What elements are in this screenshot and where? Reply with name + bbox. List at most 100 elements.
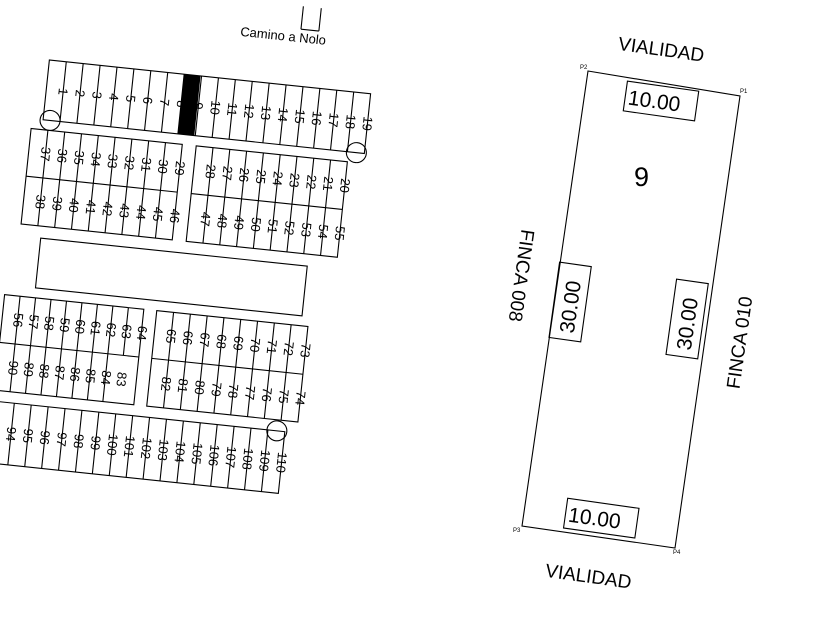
lot-divider xyxy=(319,207,327,256)
lot-divider xyxy=(260,429,269,492)
lot-number-60: 60 xyxy=(72,319,88,335)
lot-divider xyxy=(193,422,201,485)
lot-divider xyxy=(70,181,78,230)
right-dimension-box xyxy=(665,278,709,360)
lot-divider xyxy=(54,179,61,228)
lot-divider xyxy=(142,417,151,480)
lot-number-59: 59 xyxy=(56,317,72,333)
lot-divider xyxy=(257,152,264,201)
point-p2-label: P2 xyxy=(580,65,588,71)
lot-divider xyxy=(230,367,237,415)
lot-divider xyxy=(236,198,243,247)
lot-divider xyxy=(176,420,184,483)
lot-number-93: 93 xyxy=(0,424,2,440)
lot-number-20: 20 xyxy=(337,178,353,194)
lot-divider xyxy=(167,312,175,361)
lot-divider xyxy=(184,314,191,362)
lot-number-110: 110 xyxy=(273,451,290,473)
point-p1-label: P1 xyxy=(740,89,748,95)
lot-divider xyxy=(291,156,298,205)
lot-divider xyxy=(194,75,203,136)
lot-divider xyxy=(71,350,78,399)
lot-number-19: 19 xyxy=(359,116,375,132)
lot-number-88: 88 xyxy=(36,363,52,379)
point-p3-label: P3 xyxy=(513,528,521,534)
lot-divider xyxy=(308,158,315,207)
lot-divider xyxy=(143,70,152,131)
lot-divider xyxy=(86,352,93,400)
lot-divider xyxy=(75,133,83,182)
lot-divider xyxy=(110,67,118,127)
lot-divider xyxy=(76,302,83,351)
lot-divider xyxy=(159,142,167,191)
lot-number-86: 86 xyxy=(67,366,83,382)
lot-number-56: 56 xyxy=(10,312,26,328)
lot-divider xyxy=(121,186,128,235)
lot-number-89: 89 xyxy=(21,362,37,378)
lot-divider xyxy=(210,424,218,487)
lot-divider xyxy=(227,426,235,489)
lot-divider xyxy=(40,347,47,396)
lot-divider xyxy=(241,151,248,199)
lot-number-46: 46 xyxy=(167,208,183,224)
lot-number-74: 74 xyxy=(292,390,308,406)
lot-divider xyxy=(228,79,236,140)
lot-number-83: 83 xyxy=(113,371,129,387)
lot-divider xyxy=(159,419,168,481)
lot-divider xyxy=(154,190,162,239)
lot-divider xyxy=(60,301,68,349)
lot-divider xyxy=(201,315,208,364)
central-green-area xyxy=(34,237,308,317)
lot-divider xyxy=(24,345,32,394)
lot-divider xyxy=(279,84,287,145)
access-road: Camino a Nolo xyxy=(240,6,327,48)
lot-divider xyxy=(219,197,226,245)
lot-divider xyxy=(252,200,259,249)
lot-divider xyxy=(41,406,49,469)
lot-number-55: 55 xyxy=(332,225,348,241)
lot-divider xyxy=(55,348,63,397)
lot-divider xyxy=(107,305,114,354)
lot-number-57: 57 xyxy=(26,314,42,330)
lot-divider xyxy=(125,415,134,478)
bottom-dimension-box xyxy=(562,497,640,539)
lot-divider xyxy=(138,188,145,237)
lot-divider xyxy=(243,428,252,490)
lot-divider xyxy=(143,140,150,189)
lot-number-90: 90 xyxy=(5,360,21,376)
lot-number-63: 63 xyxy=(118,324,134,340)
lot-divider xyxy=(9,343,16,392)
lot-row-top-outline xyxy=(42,59,372,155)
lot-divider xyxy=(87,183,94,232)
lot-divider xyxy=(42,130,49,179)
lot-divider xyxy=(346,91,355,152)
right-dimension: 30.00 xyxy=(673,296,703,351)
lot-divider xyxy=(274,154,281,203)
lot-divider xyxy=(126,139,133,187)
lot-divider xyxy=(108,413,117,476)
lot-divider xyxy=(245,81,253,142)
lot-divider xyxy=(213,365,220,414)
lot-divider xyxy=(109,137,116,186)
lot-divider xyxy=(286,204,293,252)
lot-divider xyxy=(196,363,203,412)
lot-divider xyxy=(251,321,259,370)
lot-divider xyxy=(91,412,100,474)
roundabout-top-right xyxy=(345,142,367,164)
lot-divider xyxy=(29,297,37,346)
lot-divider xyxy=(7,403,15,465)
lot-divider xyxy=(91,304,98,353)
lot-divider xyxy=(57,408,66,471)
lot-divider xyxy=(122,307,129,356)
lot-divider xyxy=(59,131,66,180)
top-dimension-box xyxy=(622,80,700,122)
left-dimension-box xyxy=(548,261,592,343)
left-boundary-label: FINCA 008 xyxy=(504,228,538,323)
